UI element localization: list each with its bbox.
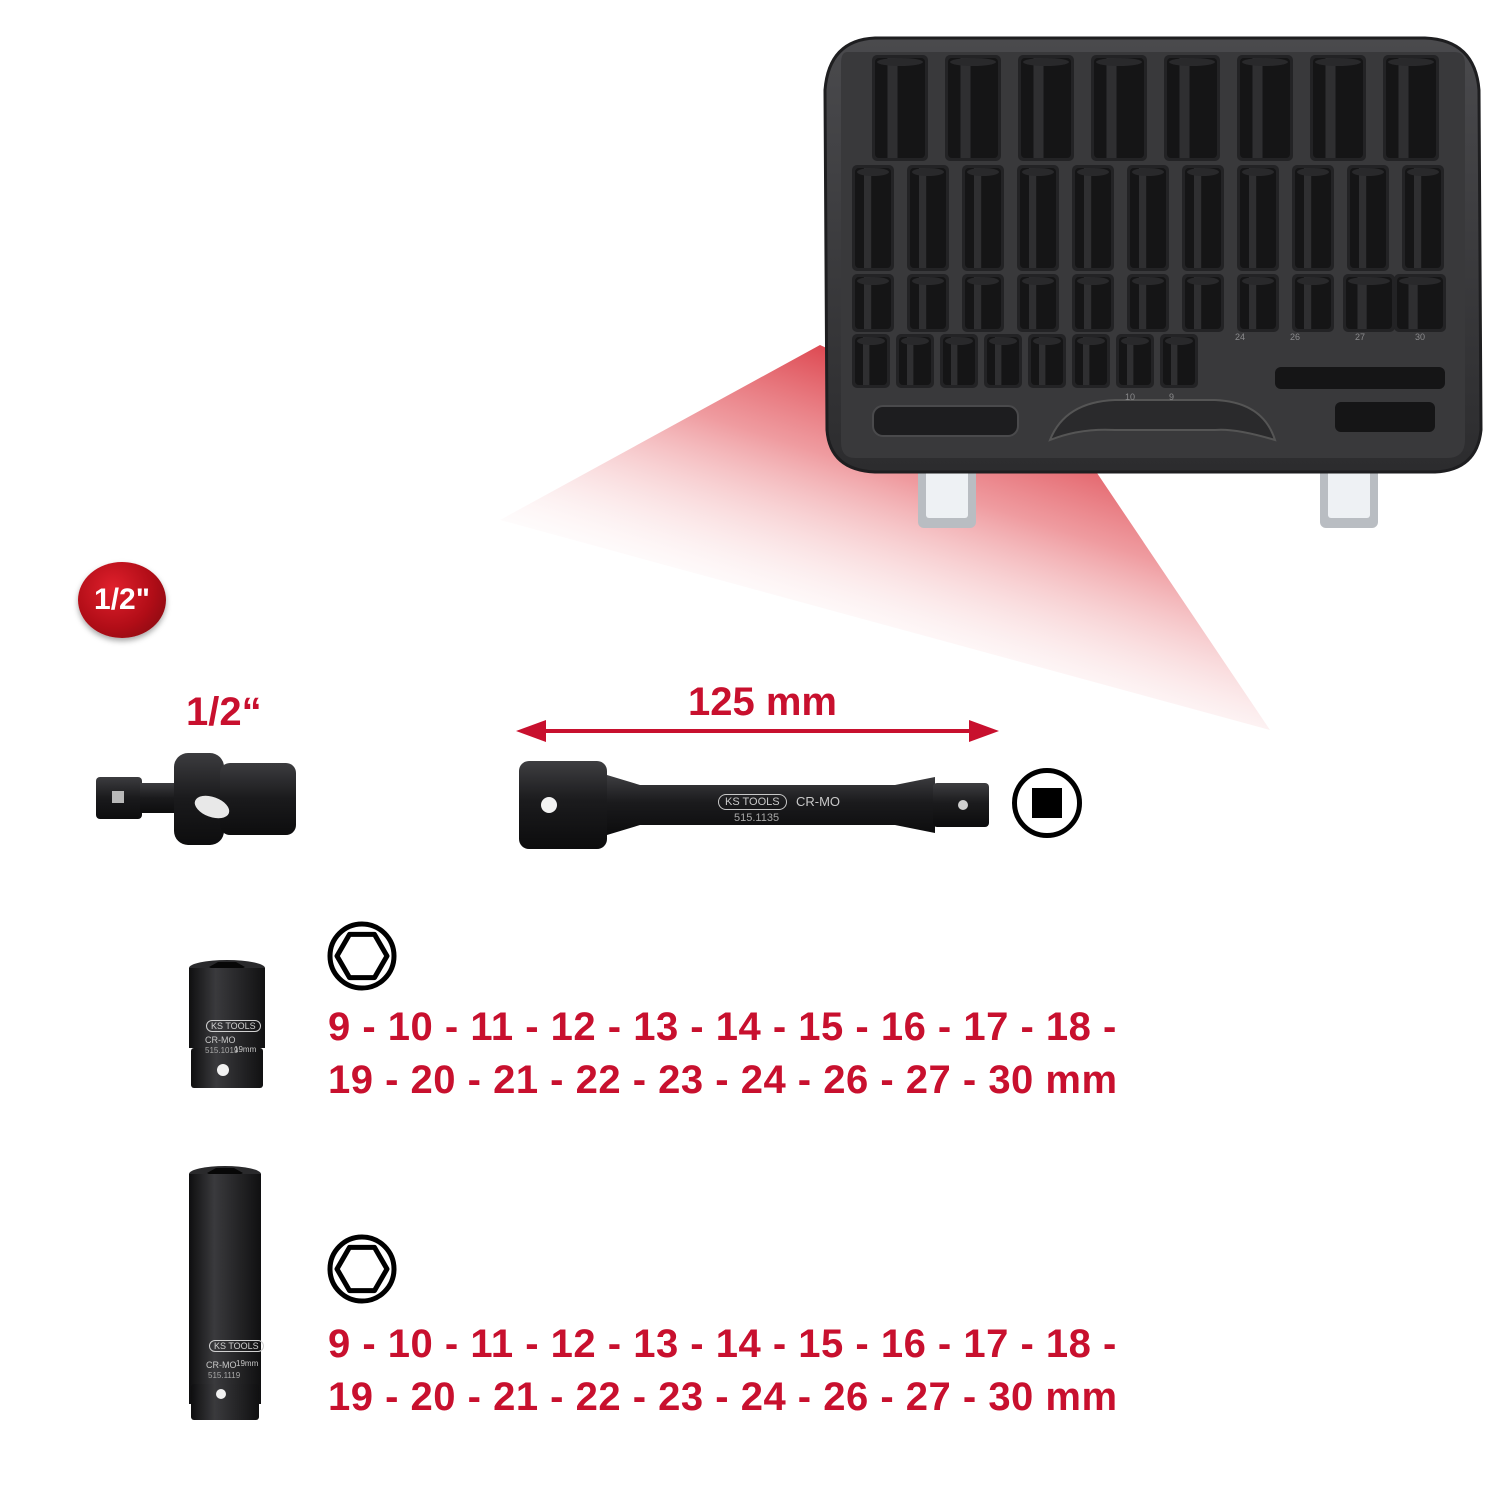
case-short-socket — [907, 274, 949, 332]
case-deep-socket — [1402, 165, 1444, 271]
case-deep-socket — [1292, 165, 1334, 271]
case-deep-socket-large — [1310, 55, 1366, 161]
short-socket-size-mark: 19mm — [234, 1045, 257, 1054]
square-drive-icon — [1012, 768, 1082, 838]
case-deep-socket-large — [945, 55, 1001, 161]
case-short-socket — [1394, 274, 1446, 332]
deep-socket-logo: KS TOOLS — [209, 1340, 264, 1352]
deep-socket-image — [189, 1166, 261, 1420]
case-deep-socket-large — [1018, 55, 1074, 161]
case-short-socket — [1017, 274, 1059, 332]
deep-socket-size-mark: 19mm — [236, 1359, 259, 1368]
deep-socket-hexagon-icon — [326, 1233, 398, 1310]
case-short-socket — [1343, 274, 1395, 332]
case-deep-socket — [1347, 165, 1389, 271]
case-deep-socket-large — [1091, 55, 1147, 161]
case-size-label: 27 — [1355, 332, 1365, 342]
case-handle — [1048, 399, 1277, 442]
short-socket-image — [189, 960, 265, 1088]
adapter-size-label: 1/2“ — [186, 690, 262, 734]
case-short-socket — [962, 274, 1004, 332]
case-small-socket — [940, 334, 978, 388]
case-small-socket — [1028, 334, 1066, 388]
deep-socket-sizes-line1: 9 - 10 - 11 - 12 - 13 - 14 - 15 - 16 - 1… — [328, 1322, 1117, 1366]
case-small-socket — [852, 334, 890, 388]
case-deep-socket — [1182, 165, 1224, 271]
drive-size-badge-label: 1/2" — [94, 583, 150, 616]
case-deep-socket — [1017, 165, 1059, 271]
case-size-label: 24 — [1235, 332, 1245, 342]
deep-socket-part-number: 515.1119 — [208, 1371, 241, 1380]
case-deep-socket-large — [1164, 55, 1220, 161]
case-deep-socket-large — [1383, 55, 1439, 161]
case-short-socket — [852, 274, 894, 332]
socket-case: 24 26 27 30 10 9 — [823, 36, 1483, 528]
short-socket-sizes-line1: 9 - 10 - 11 - 12 - 13 - 14 - 15 - 16 - 1… — [328, 1005, 1117, 1049]
length-dimension-arrow — [516, 720, 999, 742]
case-deep-socket-large — [872, 55, 928, 161]
case-deep-socket-large — [1237, 55, 1293, 161]
case-small-socket — [1116, 334, 1154, 388]
deep-socket-marking: CR-MO — [206, 1360, 237, 1370]
case-size-label: 9 — [1169, 392, 1174, 402]
case-short-socket — [1237, 274, 1279, 332]
case-sockets: 24 26 27 30 10 9 — [852, 55, 1446, 432]
case-small-socket — [1160, 334, 1198, 388]
extension-marking: CR-MO — [796, 794, 841, 809]
short-socket-sizes-line2: 19 - 20 - 21 - 22 - 23 - 24 - 26 - 27 - … — [328, 1058, 1118, 1102]
case-deep-socket — [907, 165, 949, 271]
drive-size-badge: 1/2" — [78, 562, 166, 638]
case-size-label: 26 — [1290, 332, 1300, 342]
case-short-socket — [1127, 274, 1169, 332]
short-socket-part-number: 515.1019 — [205, 1046, 239, 1055]
short-socket-logo: KS TOOLS — [206, 1020, 261, 1032]
case-size-label: 30 — [1415, 332, 1425, 342]
short-socket-hexagon-icon — [326, 920, 398, 997]
case-deep-socket — [1127, 165, 1169, 271]
extension-length-label: 125 mm — [688, 680, 837, 724]
case-extension-bar — [1275, 367, 1445, 389]
case-deep-socket — [1237, 165, 1279, 271]
extension-bar-image — [519, 761, 989, 849]
case-deep-socket — [962, 165, 1004, 271]
case-short-socket — [1182, 274, 1224, 332]
case-small-socket — [984, 334, 1022, 388]
deep-socket-sizes-line2: 19 - 20 - 21 - 22 - 23 - 24 - 26 - 27 - … — [328, 1375, 1118, 1419]
case-deep-socket — [852, 165, 894, 271]
case-deep-socket — [1072, 165, 1114, 271]
universal-joint-image — [96, 753, 296, 845]
extension-logo: KS TOOLS — [718, 794, 787, 810]
case-small-socket — [1072, 334, 1110, 388]
short-socket-marking: CR-MO — [205, 1035, 236, 1045]
case-universal-joint — [1335, 402, 1435, 432]
case-small-socket — [896, 334, 934, 388]
case-size-label: 10 — [1125, 392, 1135, 402]
case-short-socket — [1072, 274, 1114, 332]
extension-part-number: 515.1135 — [734, 812, 780, 824]
case-short-socket — [1292, 274, 1334, 332]
case-slot — [872, 405, 1019, 437]
